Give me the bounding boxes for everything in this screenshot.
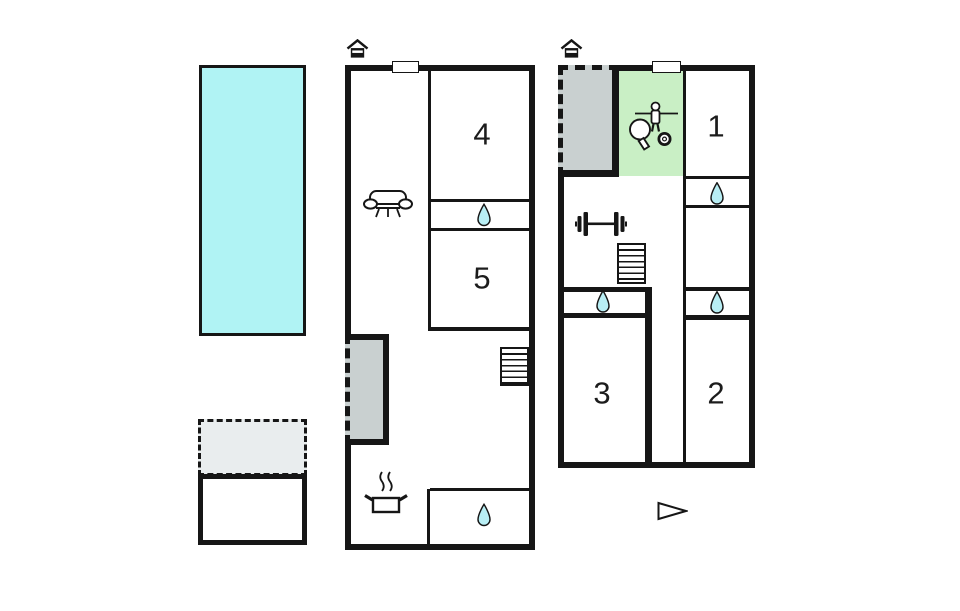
- kitchen-pot-icon: [363, 468, 409, 516]
- door-marker: [392, 61, 419, 73]
- corridor-wall-left: [645, 287, 652, 462]
- right-wall-left: [558, 176, 564, 468]
- room4-bath-wall-top: [431, 199, 529, 202]
- right-partition-vertical: [683, 71, 686, 462]
- room5-wall-bottom: [428, 327, 529, 331]
- open-terrace: [198, 419, 307, 476]
- mid-bath-wall-top: [430, 488, 529, 491]
- game-room-icons: [627, 98, 687, 153]
- room-4-label: 4: [473, 116, 491, 152]
- annex-building: [198, 474, 307, 545]
- mid-wall-left-upper: [345, 65, 351, 334]
- mid-partition-vertical: [428, 71, 431, 331]
- water-drop-icon: [709, 291, 725, 315]
- room-1-label: 1: [707, 108, 725, 144]
- water-drop-icon: [476, 203, 492, 228]
- dumbbell-icon: [575, 209, 627, 239]
- ball-icon: [657, 132, 672, 146]
- house-entrance-icon: [560, 39, 583, 60]
- mid-bath-wall-left: [427, 489, 430, 544]
- mid-wall-bottom: [345, 544, 535, 550]
- sofa-icon: [363, 184, 413, 224]
- bath1-wall-bottom: [686, 205, 749, 208]
- bath3-wall-bottom: [564, 313, 645, 318]
- water-drop-icon: [476, 502, 492, 529]
- room-5-label: 5: [473, 260, 491, 296]
- gym-wall-bottom: [558, 287, 652, 292]
- room-3-label: 3: [593, 375, 611, 411]
- door-marker: [652, 61, 681, 73]
- storage-wall-bottom: [686, 287, 749, 291]
- stairs-icon: [500, 347, 529, 386]
- room4-bath-wall-bottom: [431, 228, 529, 231]
- house-entrance-icon: [346, 39, 369, 60]
- right-wall-bottom: [558, 462, 755, 468]
- right-wall-right: [749, 65, 755, 468]
- water-drop-icon: [709, 182, 725, 206]
- water-drop-icon: [595, 290, 611, 314]
- game-room: [619, 71, 683, 176]
- swimming-pool: [199, 65, 306, 336]
- room1-wall-bottom: [686, 176, 749, 179]
- direction-triangle-icon: [657, 501, 688, 521]
- right-terrace: [558, 65, 619, 177]
- stairs-icon: [617, 243, 646, 284]
- right-wall-top: [612, 65, 755, 71]
- mid-wall-left-lower: [345, 443, 351, 550]
- mid-wall-top: [345, 65, 535, 71]
- mid-balcony: [345, 334, 389, 445]
- room-2-label: 2: [707, 375, 725, 411]
- bath2-wall-bottom: [686, 315, 749, 320]
- foosball-player-icon: [635, 101, 678, 132]
- mid-wall-right: [529, 65, 535, 550]
- table-tennis-paddle-icon: [629, 118, 651, 151]
